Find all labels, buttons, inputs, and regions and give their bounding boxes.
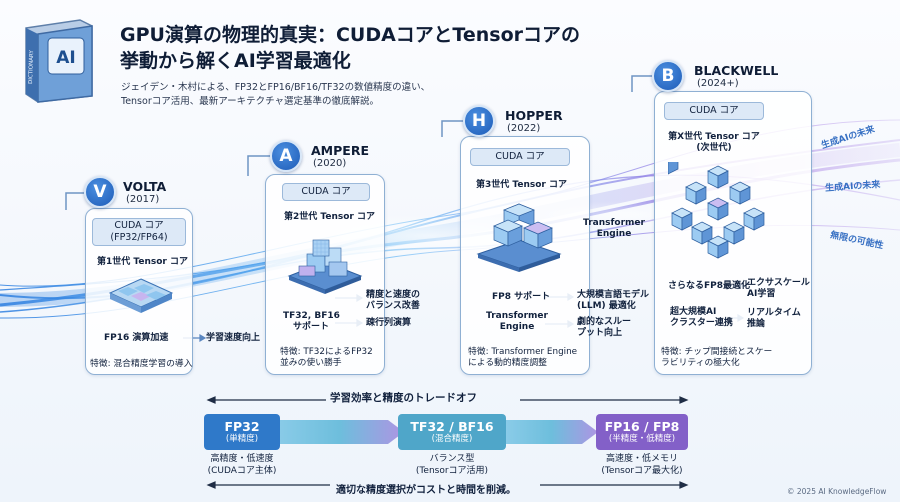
tf32-label: TF32 / BF16	[410, 418, 494, 434]
tf32-sub: (混合精度)	[431, 434, 473, 445]
fp16-desc: 高速度・低メモリ (Tensorコア最大化)	[601, 454, 683, 476]
blackwell-badge: B	[652, 60, 684, 92]
ampere-cuda-chip: CUDA コア	[282, 183, 370, 201]
hopper-benefit-a: 大規模言語モデル (LLM) 最適化	[577, 290, 650, 312]
blackwell-tensor-label: 第X世代 Tensor コア (次世代)	[668, 132, 760, 154]
svg-text:DICTIONARY: DICTIONARY	[28, 50, 35, 85]
tradeoff-arrows	[206, 396, 689, 489]
fp16-sub: (半精度・低精度)	[608, 434, 676, 445]
subtitle-line-2: Tensorコア活用、最新アーキテクチャ選定基準の徹底解説。	[121, 96, 380, 107]
volta-cuda-sub: (FP32/FP64)	[110, 232, 168, 243]
tf32-box: TF32 / BF16 (混合精度)	[398, 414, 506, 450]
blackwell-benefit-a: エクサスケール AI学習	[747, 278, 810, 300]
hopper-benefit-b: 劇的なスルー プット向上	[577, 317, 632, 339]
volta-badge: V	[84, 176, 116, 208]
hopper-capability-a: FP8 サポート	[492, 292, 551, 302]
tradeoff-title: 学習効率と精度のトレードオフ	[330, 392, 477, 404]
volta-capability: FP16 演算加速	[104, 333, 169, 343]
hopper-year: (2022)	[507, 123, 541, 134]
blackwell-cuda-chip: CUDA コア	[664, 102, 764, 120]
volta-benefit: 学習速度向上	[206, 333, 261, 343]
svg-text:AI: AI	[56, 48, 75, 68]
ampere-badge: A	[270, 140, 302, 172]
blackwell-capability-a: さらなるFP8最適化	[668, 281, 751, 291]
fp32-label: FP32	[224, 418, 260, 434]
fp16-box: FP16 / FP8 (半精度・低精度)	[596, 414, 688, 450]
subtitle-line-1: ジェイデン・木村による、FP32とFP16/BF16/TF32の数値精度の違い、	[121, 82, 431, 93]
blackwell-tensor-core-icon	[668, 162, 765, 259]
ampere-name: AMPERE	[311, 143, 369, 158]
volta-tensor-core-icon	[108, 278, 174, 313]
blackwell-benefit-b: リアルタイム 推論	[747, 308, 801, 330]
blackwell-name: BLACKWELL	[694, 63, 779, 78]
blackwell-feature: 特徴: チップ間接続とスケー ラビリティの極大化	[661, 347, 773, 369]
volta-name: VOLTA	[123, 179, 167, 194]
fp16-label: FP16 / FP8	[604, 418, 680, 434]
volta-tensor-label: 第1世代 Tensor コア	[97, 257, 188, 267]
hopper-tensor-label: 第3世代 Tensor コア	[476, 180, 567, 190]
fp32-desc: 高精度・低速度 (CUDAコア主体)	[207, 454, 277, 476]
hopper-badge: H	[463, 105, 495, 137]
hopper-feature: 特徴: Transformer Engine による動的精度調整	[468, 347, 578, 369]
ampere-tensor-core-icon	[287, 239, 363, 294]
page-title-line-1: GPU演算の物理的真実：CUDAコアとTensorコアの	[120, 24, 580, 46]
copyright: © 2025 AI KnowledgeFlow	[787, 487, 887, 496]
fp32-box: FP32 (単精度)	[204, 414, 280, 450]
volta-cuda-chip: CUDA コア (FP32/FP64)	[92, 218, 186, 246]
bottom-conclusion: 適切な精度選択がコストと時間を削減。	[336, 485, 516, 496]
hopper-tensor-core-icon	[476, 203, 562, 272]
ampere-capability: TF32, BF16 サポート	[283, 311, 340, 333]
fp32-sub: (単精度)	[225, 434, 259, 445]
tf32-desc: バランス型 (Tensorコア活用)	[415, 454, 489, 476]
blackwell-year: (2024+)	[697, 78, 739, 89]
blackwell-capability-b: 超大規模AI クラスター連携	[670, 307, 733, 329]
volta-cuda-label: CUDA コア	[114, 220, 164, 232]
hopper-engine-label: Transformer Engine	[583, 218, 645, 240]
volta-year: (2017)	[126, 194, 160, 205]
page-title-line-2: 挙動から解くAI学習最適化	[120, 50, 351, 72]
ampere-benefit-a: 精度と速度の バランス改善	[366, 290, 421, 312]
ampere-year: (2020)	[313, 158, 347, 169]
ampere-feature: 特徴: TF32によるFP32 並みの使い勝手	[280, 347, 373, 369]
hopper-capability-b: Transformer Engine	[486, 311, 548, 333]
hopper-cuda-chip: CUDA コア	[470, 148, 570, 166]
ampere-tensor-label: 第2世代 Tensor コア	[284, 212, 375, 222]
hopper-name: HOPPER	[505, 108, 563, 123]
ampere-card	[265, 174, 385, 375]
volta-feature: 特徴: 混合精度学習の導入	[90, 359, 193, 369]
ai-dictionary-book-icon: AI DICTIONARY	[25, 19, 93, 103]
ampere-benefit-b: 疎行列演算	[366, 318, 412, 328]
